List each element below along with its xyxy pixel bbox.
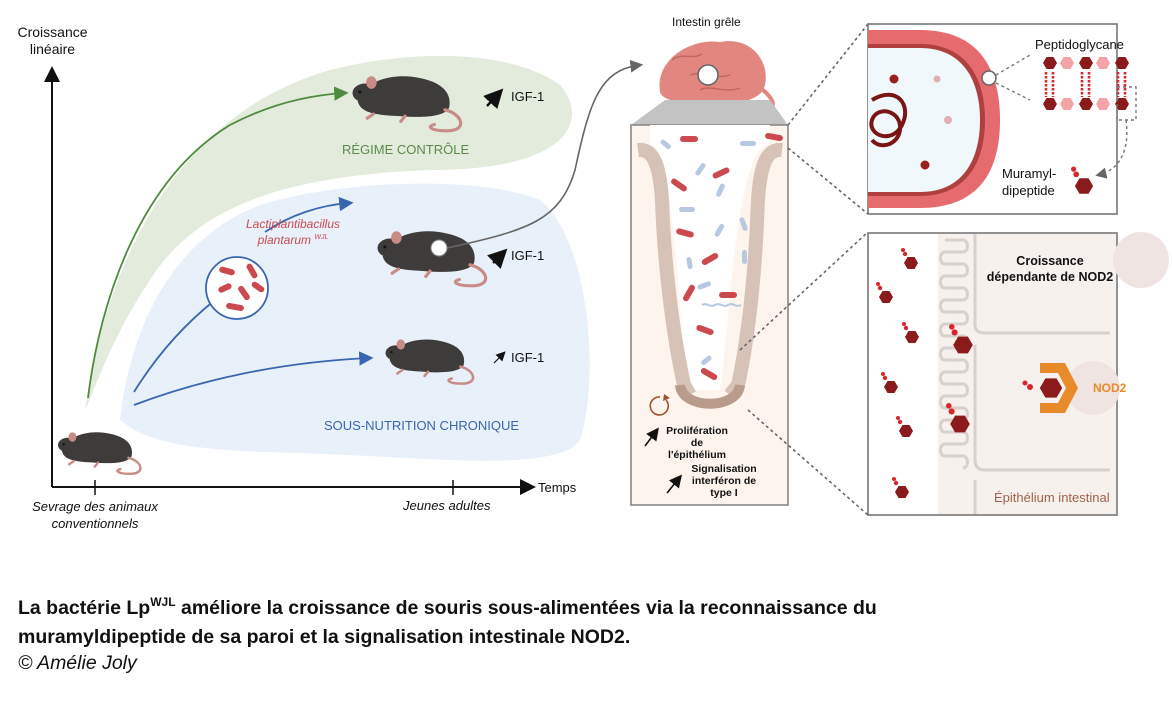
- nod2-receptor-icon: [1040, 363, 1078, 413]
- igf-arrow-lp: [487, 248, 508, 269]
- igf-label-undernutrition: IGF-1: [511, 350, 545, 365]
- y-axis-label: Croissance: [17, 24, 88, 40]
- igf-arrow-control: [483, 88, 504, 110]
- caption-part2: améliore la croissance de souris sous-al…: [175, 597, 877, 619]
- x-tick-label-adults: Jeunes adultes: [403, 498, 491, 513]
- peptidoglycan-label: Peptidoglycane: [1035, 37, 1124, 52]
- undernutrition-group-label: SOUS-NUTRITION CHRONIQUE: [324, 418, 519, 433]
- proliferation-label: Prolifération: [666, 425, 728, 437]
- mdp-label-line2: dipeptide: [1002, 183, 1055, 198]
- microvilli: [939, 238, 969, 470]
- undernutrition-curve: [133, 351, 374, 406]
- interferon-up-arrow: [666, 474, 683, 494]
- interferon-label: Signalisation: [691, 463, 757, 475]
- bacterial-dna: [869, 92, 908, 148]
- proliferation-label-line3: l'épithélium: [668, 449, 726, 461]
- bacteria-name-line2: plantarum: [257, 233, 312, 247]
- x-tick-label-weaning-line2: conventionnels: [51, 516, 139, 531]
- x-tick-label-weaning: Sevrage des animaux: [32, 499, 158, 514]
- nod2-growth-title-line2: dépendante de NOD2: [986, 270, 1114, 284]
- x-axis-label: Temps: [538, 480, 577, 495]
- epithelium-label: Épithélium intestinal: [994, 490, 1110, 505]
- igf-label-lp: IGF-1: [511, 248, 545, 263]
- interferon-label-line3: type I: [710, 487, 738, 499]
- interferon-label-line2: interféron de: [691, 475, 757, 487]
- villus-epithelium-left: [637, 142, 697, 399]
- image-credit: © Amélie Joly: [18, 652, 137, 674]
- intestine-title: Intestin grêle: [672, 15, 741, 29]
- figure-illustration: Croissance linéaire Temps Sevrage des an…: [17, 15, 1169, 531]
- villus-epithelium-right: [724, 142, 783, 400]
- control-group-label: RÉGIME CONTRÔLE: [342, 142, 470, 157]
- nod2-label: NOD2: [1093, 381, 1127, 395]
- igf-label-control: IGF-1: [511, 89, 545, 104]
- bacteria-name: Lactiplantibacillus: [245, 217, 341, 231]
- mdp-label: Muramyl-: [1002, 166, 1057, 181]
- control-curve: [87, 86, 349, 399]
- y-axis-label-line2: linéaire: [29, 41, 76, 57]
- caption-part1: La bactérie Lp: [18, 597, 151, 619]
- peptidoglycan-lattice: [1043, 57, 1129, 110]
- connector-to-intestine: [446, 59, 644, 249]
- figure-caption: La bactérie LpWJL améliore la croissance…: [18, 588, 1158, 652]
- caption-line2: muramyldipeptide de sa paroi et la signa…: [18, 626, 631, 648]
- igf-arrow-undernutrition: [493, 351, 506, 364]
- nod2-growth-title: Croissance: [1016, 254, 1084, 268]
- bacteria-strain: WJL: [314, 234, 329, 241]
- proliferation-label-line2: de: [690, 437, 704, 449]
- proliferation-cycle-icon: [649, 396, 670, 416]
- proliferation-up-arrow: [644, 427, 659, 447]
- control-area: [85, 55, 573, 410]
- caption-superscript: WJL: [150, 595, 176, 609]
- mouse-weaning: [56, 431, 142, 475]
